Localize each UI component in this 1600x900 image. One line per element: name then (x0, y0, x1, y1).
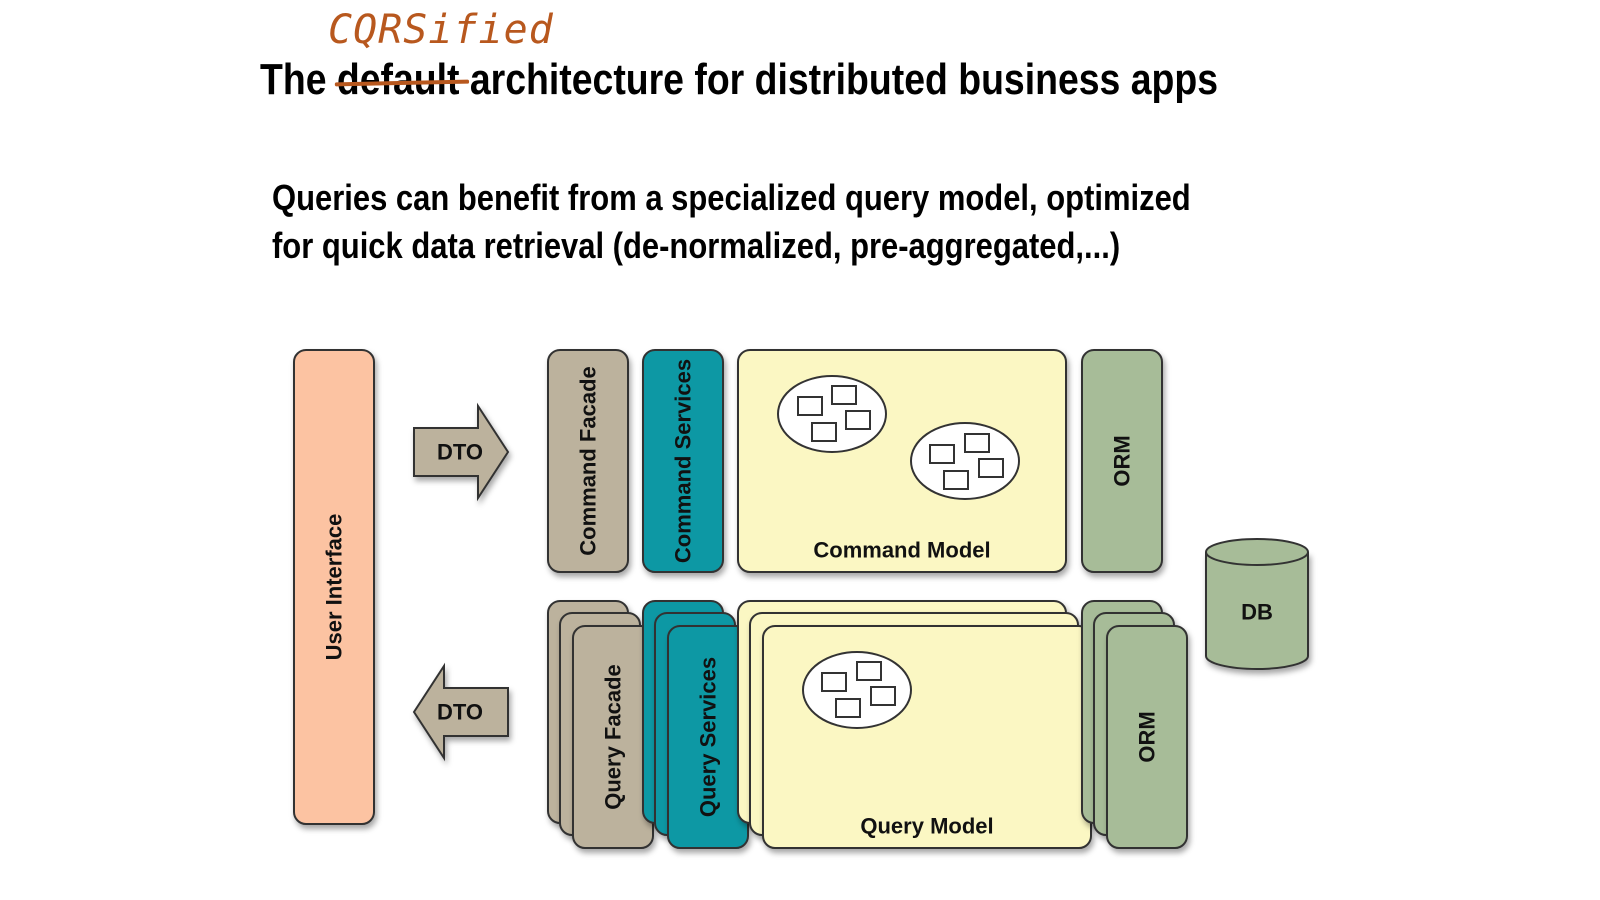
user-interface-label: User Interface (322, 514, 347, 661)
query-facade-label: Query Facade (601, 664, 626, 810)
command-model-label: Command Model (813, 538, 990, 563)
aggregate-cluster (910, 422, 1020, 500)
command-services-label: Command Services (671, 359, 696, 563)
cqrsified-annotation: CQRSified (328, 7, 554, 53)
subtitle-line-2: for quick data retrieval (de-normalized,… (272, 225, 1121, 266)
db-label: DB (1241, 600, 1273, 625)
query-facade-stack: Query Facade (547, 600, 654, 849)
user-interface-box: User Interface (293, 349, 375, 825)
title-prefix: The (260, 55, 337, 104)
command-orm-label: ORM (1110, 435, 1135, 486)
db-cylinder: DB (1205, 538, 1309, 670)
title-suffix: architecture for distributed business ap… (459, 55, 1219, 104)
command-facade-label: Command Facade (576, 366, 601, 556)
aggregate-cluster (802, 651, 912, 729)
subtitle-line-1: Queries can benefit from a specialized q… (272, 177, 1191, 218)
query-services-label: Query Services (696, 657, 721, 817)
dto-command-label: DTO (437, 440, 483, 465)
dto-query-label: DTO (437, 700, 483, 725)
query-orm-label: ORM (1135, 711, 1160, 762)
query-orm-stack: ORM (1081, 600, 1188, 849)
command-orm-box: ORM (1081, 349, 1163, 573)
query-services-stack: Query Services (642, 600, 749, 849)
command-facade-box: Command Facade (547, 349, 629, 573)
slide-title: The default architecture for distributed… (260, 50, 1218, 110)
slide-subtitle: Queries can benefit from a specialized q… (272, 174, 1201, 270)
dto-query-arrow: DTO (412, 662, 509, 762)
dto-command-arrow: DTO (413, 402, 510, 502)
aggregate-cluster (777, 375, 887, 453)
query-model-label: Query Model (860, 814, 993, 839)
query-model-stack: Query Model (737, 600, 1092, 849)
command-model-box: Command Model (737, 349, 1067, 573)
title-struck-word: default (336, 55, 460, 104)
command-services-box: Command Services (642, 349, 724, 573)
